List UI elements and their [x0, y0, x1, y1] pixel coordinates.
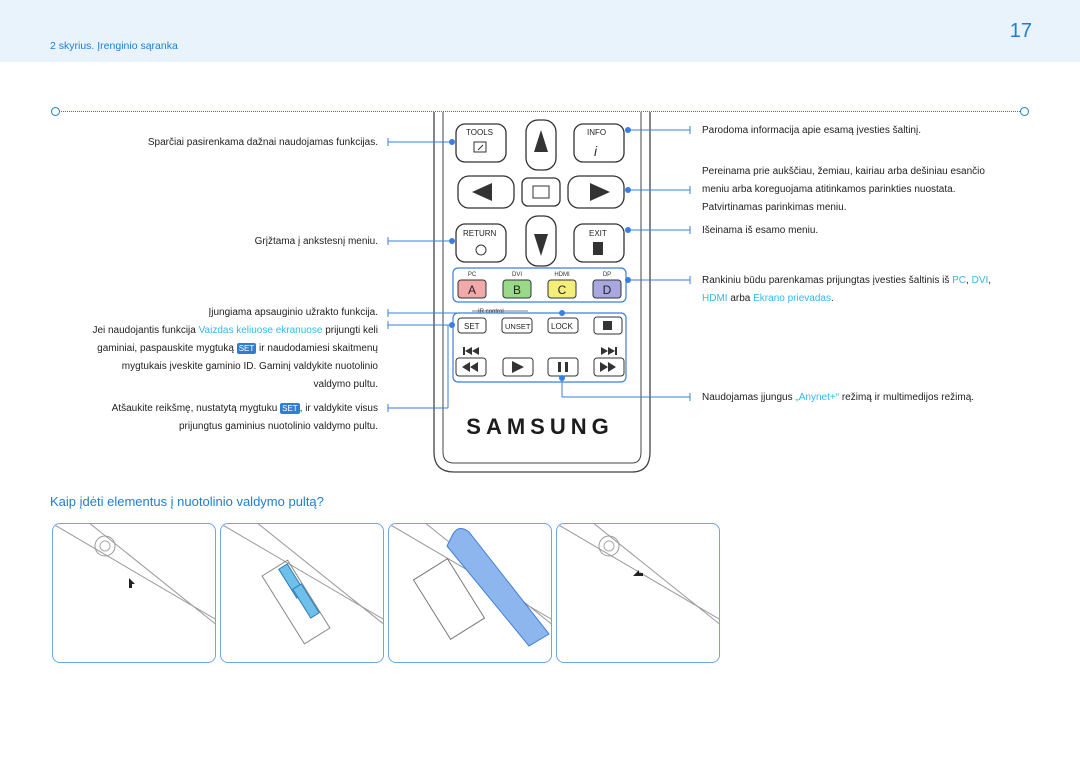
arrow-left-icon [472, 183, 492, 201]
source-dp-link[interactable]: Ekrano prievadas [753, 293, 831, 304]
arrow-up-icon [534, 130, 548, 152]
set-line-3: gaminiai, paspauskite mygtuką SET ir nau… [97, 343, 378, 354]
color-button-label: B [513, 283, 521, 297]
stop-icon [603, 321, 612, 330]
section-title: Kaip įdėti elementus į nuotolinio valdym… [50, 494, 324, 509]
divider-endpoint-right [1020, 107, 1029, 116]
dotted-divider [54, 111, 1026, 112]
color-button-label: C [558, 283, 567, 297]
battery-icon [292, 583, 320, 619]
lock-label: LOCK [551, 322, 573, 331]
return-label: RETURN [463, 229, 497, 238]
info-button [573, 123, 625, 163]
tools-label: TOOLS [466, 128, 493, 137]
unset-line-2: prijungtus gaminius nuotolinio valdymo p… [178, 421, 378, 432]
set-badge: SET [236, 343, 257, 354]
samsung-logo: SAMSUNG [466, 414, 613, 439]
ir-control-label: IR control [478, 309, 504, 315]
color-source-label: HDMI [554, 272, 570, 278]
page-number: 17 [1009, 20, 1032, 42]
return-description: Grįžtama į ankstesnį meniu. [254, 236, 378, 247]
color-button-d [592, 279, 622, 299]
anynet-link[interactable]: „Anynet+“ [795, 392, 840, 403]
arrow-up-icon [633, 570, 643, 576]
install-step-4-image [556, 523, 720, 663]
arrow-down-icon [129, 578, 135, 588]
return-button [455, 223, 507, 263]
color-button-label: D [603, 283, 612, 297]
remote-illustration: TOOLS INFO i RETURN EXIT PC A DVI B HDMI C DP D… [387, 112, 691, 473]
set-line-5: valdymo pultu. [313, 379, 378, 390]
source-hdmi-link[interactable]: HDMI [702, 293, 728, 304]
unset-button [501, 317, 533, 334]
color-button-label: A [468, 283, 476, 297]
exit-icon [593, 242, 603, 255]
chapter-breadcrumb[interactable]: 2 skyrius. Įrenginio sąranka [50, 40, 178, 52]
return-icon [475, 244, 487, 256]
arrow-down-icon [534, 234, 548, 256]
enter-button [521, 177, 561, 207]
media-description: Naudojamas įjungus „Anynet+“ režimą ir m… [702, 392, 975, 403]
color-button-b [502, 279, 532, 299]
color-button-group [452, 267, 627, 303]
skip-back-icon [463, 347, 479, 355]
set-line-4: mygtukais įveskite gaminio ID. Gaminį va… [121, 361, 378, 372]
set-button [457, 317, 487, 334]
tools-button [455, 123, 507, 163]
set-line-1: Įjungiama apsauginio užrakto funkcija. [208, 307, 378, 318]
unset-label: UNSET [505, 322, 531, 331]
info-icon: i [594, 143, 598, 159]
source-dvi-link[interactable]: DVI [971, 275, 989, 286]
info-label: INFO [587, 128, 606, 137]
exit-label: EXIT [589, 229, 607, 238]
install-step-1-image [52, 523, 216, 663]
set-line-2: Jei naudojantis funkcija Vaizdas keliuos… [92, 325, 378, 336]
exit-description: Išeinama iš esamo meniu. [702, 225, 819, 236]
unset-line-1: Atšaukite reikšmę, nustatytą mygtuku SET… [111, 403, 378, 414]
set-description: Įjungiama apsauginio užrakto funkcija. J… [92, 304, 378, 394]
source-description: Rankiniu būdu parenkamas prijungtas įves… [702, 275, 992, 304]
arrow-right-icon [590, 183, 610, 201]
navigation-description: Pereinama prie aukščiau, žemiau, kairiau… [702, 166, 985, 213]
unset-badge: SET [280, 403, 300, 414]
tools-description: Sparčiai pasirenkama dažnai naudojamas f… [147, 137, 378, 148]
color-source-label: DVI [512, 272, 522, 278]
enter-icon [532, 185, 550, 199]
color-button-a [457, 279, 487, 299]
multi-screen-link[interactable]: Vaizdas keliuose ekranuose [198, 325, 323, 336]
battery-cover [446, 528, 550, 647]
skip-forward-icon [601, 347, 617, 355]
install-step-2-image [220, 523, 384, 663]
pause-button [547, 357, 579, 377]
set-label: SET [464, 322, 480, 331]
source-pc-link[interactable]: PC [952, 275, 967, 286]
unset-description: Atšaukite reikšmę, nustatytą mygtuku SET… [112, 400, 378, 436]
install-step-3-image [388, 523, 552, 663]
divider-endpoint-left [51, 107, 60, 116]
lock-button [547, 317, 579, 334]
page-header [0, 0, 1080, 62]
color-source-label: PC [468, 272, 477, 278]
color-source-label: DP [603, 272, 611, 278]
color-button-c [547, 279, 577, 299]
info-description: Parodoma informacija apie esamą įvesties… [702, 125, 921, 136]
